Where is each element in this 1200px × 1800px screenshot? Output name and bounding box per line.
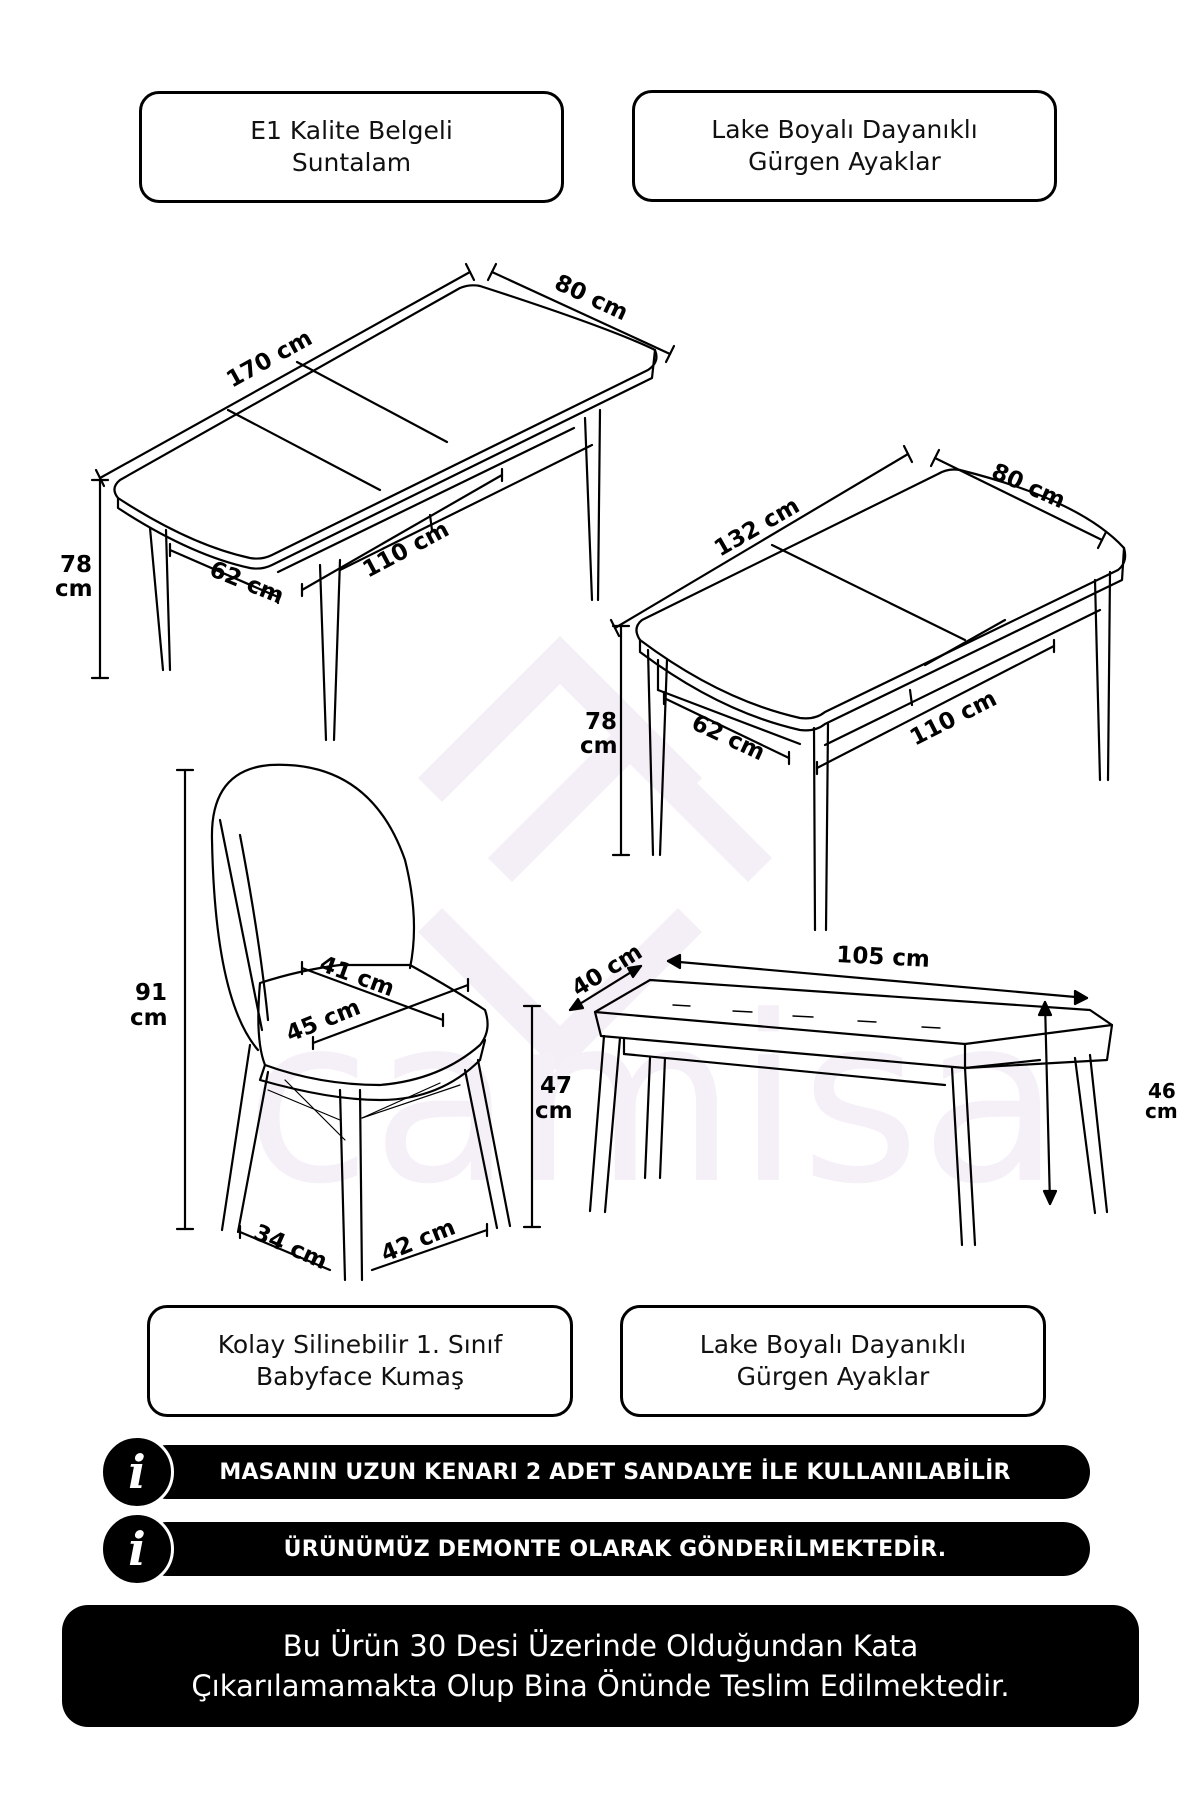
feature-line: Kolay Silinebilir 1. Sınıf [217,1330,503,1359]
dim-chair-base-depth: 34 cm [250,1220,331,1275]
delivery-notice-banner: Bu Ürün 30 Desi Üzerinde Olduğundan Kata… [62,1605,1139,1727]
feature-box-material: E1 Kalite Belgeli Suntalam [139,91,564,203]
dim-closed-length: 132 cm [710,493,804,562]
chair-drawing [210,763,512,1282]
feature-line: Lake Boyalı Dayanıklı [699,1330,967,1359]
dim-chair-seat-height-unit: cm [535,1098,573,1124]
dim-extended-height-value: 78 [60,552,92,578]
notice-line: Bu Ürün 30 Desi Üzerinde Olduğundan Kata [282,1629,919,1663]
feature-line: E1 Kalite Belgeli [250,116,453,145]
info-note-text: ÜRÜNÜMÜZ DEMONTE OLARAK GÖNDERİLMEKTEDİR… [283,1536,947,1562]
closed-table-drawing [635,468,1127,932]
dim-closed-leg-long: 110 cm [906,686,1001,752]
extended-table-drawing [113,284,658,742]
dim-chair-seat-height-value: 47 [540,1073,572,1099]
dim-chair-height-unit: cm [130,1005,168,1031]
dim-bench-length: 105 cm [836,942,931,973]
feature-box-legs-bottom: Lake Boyalı Dayanıklı Gürgen Ayaklar [620,1305,1046,1417]
dim-chair-base-width: 42 cm [378,1214,460,1267]
dim-chair-seat-width: 41 cm [316,951,398,1002]
dim-closed-leg-short: 62 cm [687,710,768,766]
feature-line: Gürgen Ayaklar [736,1362,930,1391]
feature-line: Suntalam [291,148,412,177]
dim-closed-height-unit: cm [580,733,618,759]
dim-closed-height-value: 78 [585,709,617,735]
info-note-text: MASANIN UZUN KENARI 2 ADET SANDALYE İLE … [219,1459,1011,1485]
feature-box-fabric: Kolay Silinebilir 1. Sınıf Babyface Kuma… [147,1305,573,1417]
notice-line: Çıkarılamamakta Olup Bina Önünde Teslim … [191,1669,1010,1703]
dim-chair-height-value: 91 [135,980,167,1006]
feature-line: Gürgen Ayaklar [748,147,941,176]
dim-closed-width: 80 cm [988,459,1069,514]
info-note-bar: ÜRÜNÜMÜZ DEMONTE OLARAK GÖNDERİLMEKTEDİR… [140,1522,1090,1576]
dim-extended-height-unit: cm [55,576,93,602]
feature-box-legs: Lake Boyalı Dayanıklı Gürgen Ayaklar [632,90,1057,202]
feature-line: Babyface Kumaş [255,1362,465,1391]
feature-line: Lake Boyalı Dayanıklı [711,115,978,144]
dim-bench-height-unit: cm [1145,1099,1178,1123]
bench-drawing [588,978,1114,1247]
info-note-bar: MASANIN UZUN KENARI 2 ADET SANDALYE İLE … [140,1445,1090,1499]
dim-bench-height-value: 46 [1148,1079,1176,1103]
info-icon: i [100,1512,174,1586]
info-icon: i [100,1435,174,1509]
